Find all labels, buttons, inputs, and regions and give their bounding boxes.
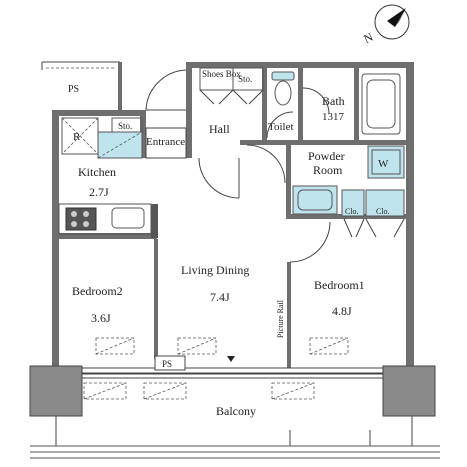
compass-north-label: N <box>361 30 375 46</box>
kitchen-size-label: 2.7J <box>89 185 109 199</box>
toilet-label: Toilet <box>268 121 294 133</box>
powder-room-label-line1: Powder <box>308 149 345 163</box>
walls <box>29 62 436 417</box>
shoes-box-area: Shoes Box Sto. <box>199 67 264 105</box>
balcony-area: Balcony <box>30 382 440 459</box>
hall-area: Hall <box>198 122 286 199</box>
powder-room-area: Powder Room W Clo. Clo. <box>292 145 405 238</box>
entrance-label: Entrance <box>146 136 185 148</box>
closet-1-label: Clo. <box>345 207 359 216</box>
bedroom1-name-label: Bedroom1 <box>314 278 365 292</box>
powder-room-label-line2: Room <box>313 163 343 177</box>
living-dining-size-label: 7.4J <box>210 290 230 304</box>
shoes-box-label: Shoes Box <box>202 69 241 79</box>
hall-storage-label: Sto. <box>238 74 252 84</box>
picture-rail-label: Picture Rail <box>276 299 285 338</box>
bath-area: Bath 1317 <box>302 73 401 135</box>
washer-label: W <box>378 158 389 170</box>
bedroom1-area: Bedroom1 4.8J <box>309 278 365 355</box>
bedroom2-size-label: 3.6J <box>91 311 111 325</box>
closet-2-label: Clo. <box>376 207 390 216</box>
living-dining-area: Living Dining 7.4J PS Picture Rail <box>154 221 331 371</box>
kitchen-name-label: Kitchen <box>78 165 116 179</box>
hall-label: Hall <box>209 122 230 136</box>
balcony-label: Balcony <box>216 404 256 418</box>
kitchen-storage-label: Sto. <box>118 121 132 131</box>
compass-icon: N <box>361 4 410 46</box>
kitchen-area: R Sto. Kitchen 2.7J <box>58 117 158 238</box>
ps-top-area: PS <box>41 61 122 110</box>
ps-top-label: PS <box>68 84 79 95</box>
refrigerator-label: R <box>73 131 81 143</box>
bedroom2-name-label: Bedroom2 <box>72 284 123 298</box>
bath-size-label: 1317 <box>322 111 345 123</box>
bedroom2-area: Bedroom2 3.6J <box>72 284 135 355</box>
bedroom1-size-label: 4.8J <box>332 304 352 318</box>
toilet-area: Toilet <box>266 71 295 139</box>
entrance-area: Entrance <box>145 69 187 159</box>
ps-bottom-label: PS <box>162 359 172 369</box>
living-dining-name-label: Living Dining <box>181 263 249 277</box>
